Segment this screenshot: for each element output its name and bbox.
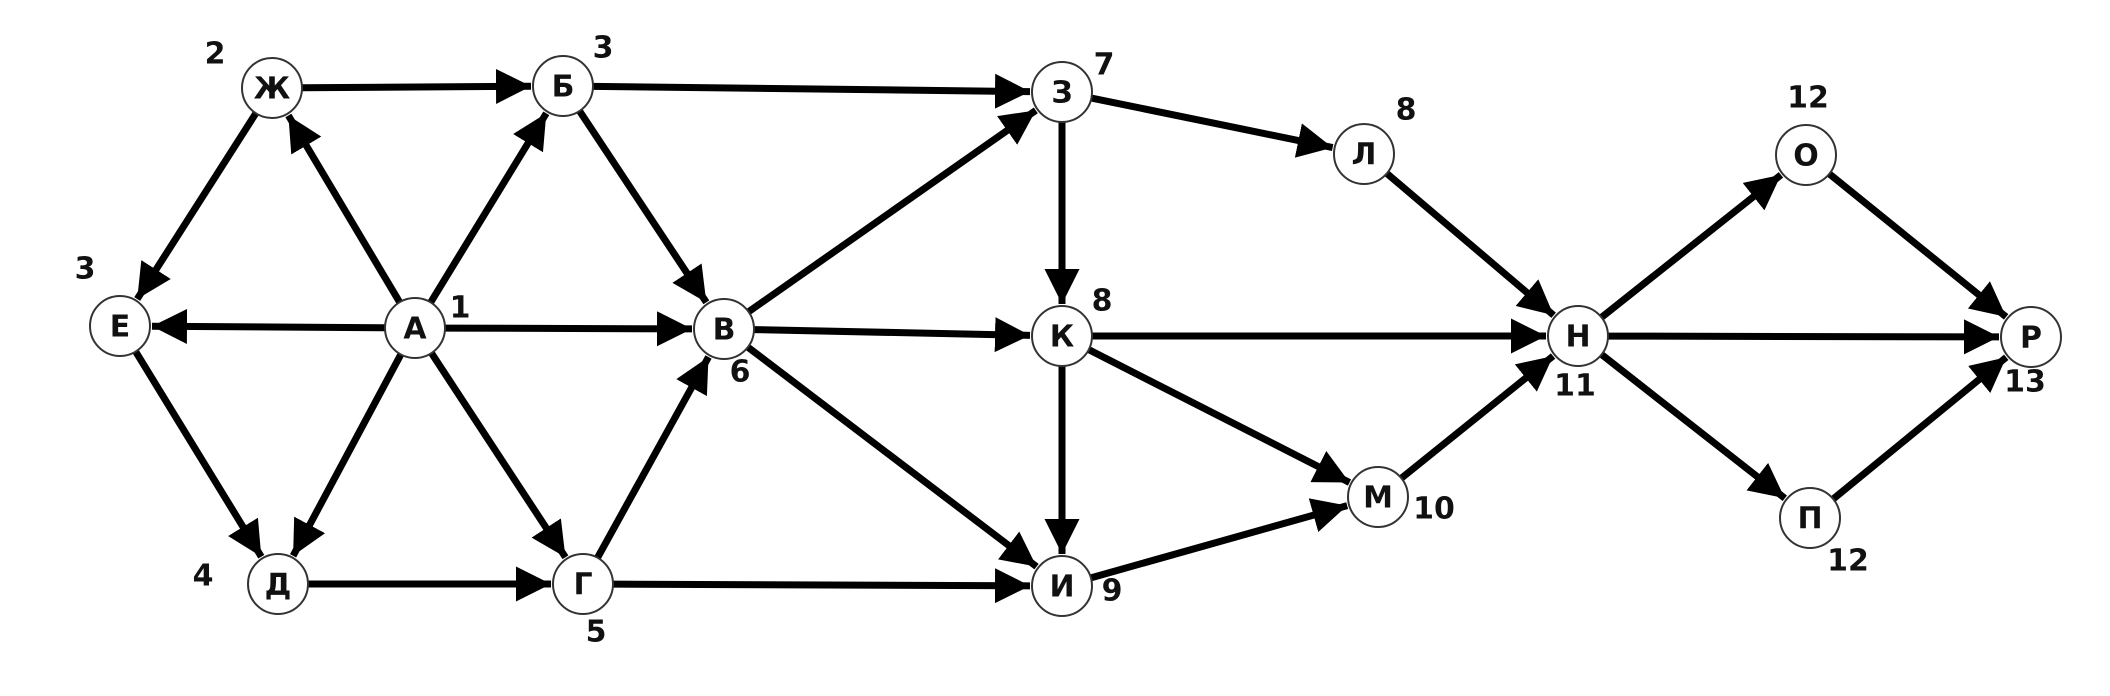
node-label: Б xyxy=(552,70,575,105)
node-m: М 10 xyxy=(1347,466,1455,528)
node-circle xyxy=(532,55,594,117)
edge-v-to-i xyxy=(745,344,1039,570)
node-number-label: 1 xyxy=(450,291,471,326)
node-p: П12 xyxy=(1779,487,1869,579)
node-label: Н xyxy=(1565,320,1590,355)
node-zh: Ж2 xyxy=(205,37,303,119)
edge-n-to-p xyxy=(1599,351,1787,502)
node-label: В xyxy=(713,313,736,348)
node-circle xyxy=(1779,487,1841,549)
node-o: О 12 xyxy=(1775,81,1837,186)
edge-a-to-d xyxy=(290,352,404,558)
edge-n-to-r xyxy=(1607,319,2000,355)
node-number-label: 6 xyxy=(730,355,751,390)
node-circle xyxy=(552,553,614,615)
node-number-label: 9 xyxy=(1102,574,1123,609)
node-label: Р xyxy=(2020,321,2042,356)
edge-a-to-g xyxy=(428,351,569,560)
edge-g-to-i xyxy=(612,568,1031,604)
node-circle xyxy=(1775,124,1837,186)
edge-a-to-v xyxy=(444,311,693,347)
node-d: Д4 xyxy=(193,553,309,615)
node-number-label: 8 xyxy=(1092,284,1113,319)
node-n: Н 11 xyxy=(1547,305,1609,404)
node-circle xyxy=(2000,306,2062,368)
node-number-label: 3 xyxy=(593,31,614,66)
node-number-label: 12 xyxy=(1827,544,1869,579)
edge-p-to-r xyxy=(1830,354,2009,502)
node-label: Ж xyxy=(254,72,291,107)
node-circle xyxy=(247,553,309,615)
edge-n-to-o xyxy=(1599,172,1784,321)
edge-a-to-e xyxy=(151,308,386,344)
node-label: А xyxy=(403,312,427,347)
node-e: Е3 xyxy=(75,252,151,357)
node-b: Б3 xyxy=(532,31,614,117)
edge-b-to-v xyxy=(576,109,710,305)
node-circle xyxy=(1333,123,1395,185)
node-circle xyxy=(89,295,151,357)
node-number-label: 8 xyxy=(1396,93,1417,128)
node-label: З xyxy=(1051,76,1072,111)
node-number-label: 3 xyxy=(75,252,96,287)
node-k: К8 xyxy=(1031,284,1113,367)
node-z: З7 xyxy=(1031,48,1115,123)
node-label: И xyxy=(1049,570,1074,605)
node-number-label: 13 xyxy=(2004,365,2046,400)
edge-v-to-z xyxy=(746,107,1038,315)
edge-a-to-b xyxy=(427,111,550,305)
node-v: В6 xyxy=(693,298,755,390)
node-label: М xyxy=(1363,481,1393,516)
node-label: П xyxy=(1797,502,1822,537)
node-circle xyxy=(1547,305,1609,367)
node-circle xyxy=(1031,555,1093,617)
edge-o-to-r xyxy=(1827,171,2009,320)
node-circle xyxy=(1031,61,1093,123)
node-number-label: 12 xyxy=(1787,81,1829,116)
node-circle xyxy=(1031,305,1093,367)
node-number-label: 11 xyxy=(1554,369,1596,404)
node-label: Г xyxy=(573,568,592,603)
edge-g-to-v xyxy=(594,355,712,560)
edge-zh-to-e xyxy=(134,111,259,301)
edge-i-to-m xyxy=(1089,498,1349,582)
node-circle xyxy=(1347,466,1409,528)
node-circle xyxy=(693,298,755,360)
edge-l-to-n xyxy=(1384,170,1556,318)
node-number-label: 5 xyxy=(586,615,607,650)
node-l: Л8 xyxy=(1333,93,1417,185)
edge-b-to-z xyxy=(592,73,1031,109)
node-label: Л xyxy=(1352,138,1377,173)
node-label: К xyxy=(1050,320,1075,355)
node-label: Д xyxy=(265,568,292,603)
edge-a-to-zh xyxy=(285,113,403,305)
node-label: О xyxy=(1793,139,1819,174)
node-g: Г5 xyxy=(552,553,614,650)
edge-zh-to-b xyxy=(301,68,532,104)
edge-v-to-k xyxy=(753,317,1031,353)
node-r: Р 13 xyxy=(2000,306,2062,400)
node-circle xyxy=(384,297,446,359)
edge-k-to-m xyxy=(1087,346,1352,486)
edge-z-to-l xyxy=(1090,94,1334,158)
node-label: Е xyxy=(110,310,131,345)
node-circle xyxy=(241,57,303,119)
edges-layer xyxy=(132,68,2009,604)
node-a: А1 xyxy=(384,291,471,359)
node-number-label: 2 xyxy=(205,37,226,72)
node-number-label: 7 xyxy=(1094,48,1115,83)
node-number-label: 10 xyxy=(1413,492,1455,527)
edge-e-to-d xyxy=(132,349,265,559)
node-number-label: 4 xyxy=(193,559,214,594)
edge-m-to-n xyxy=(1399,353,1556,481)
